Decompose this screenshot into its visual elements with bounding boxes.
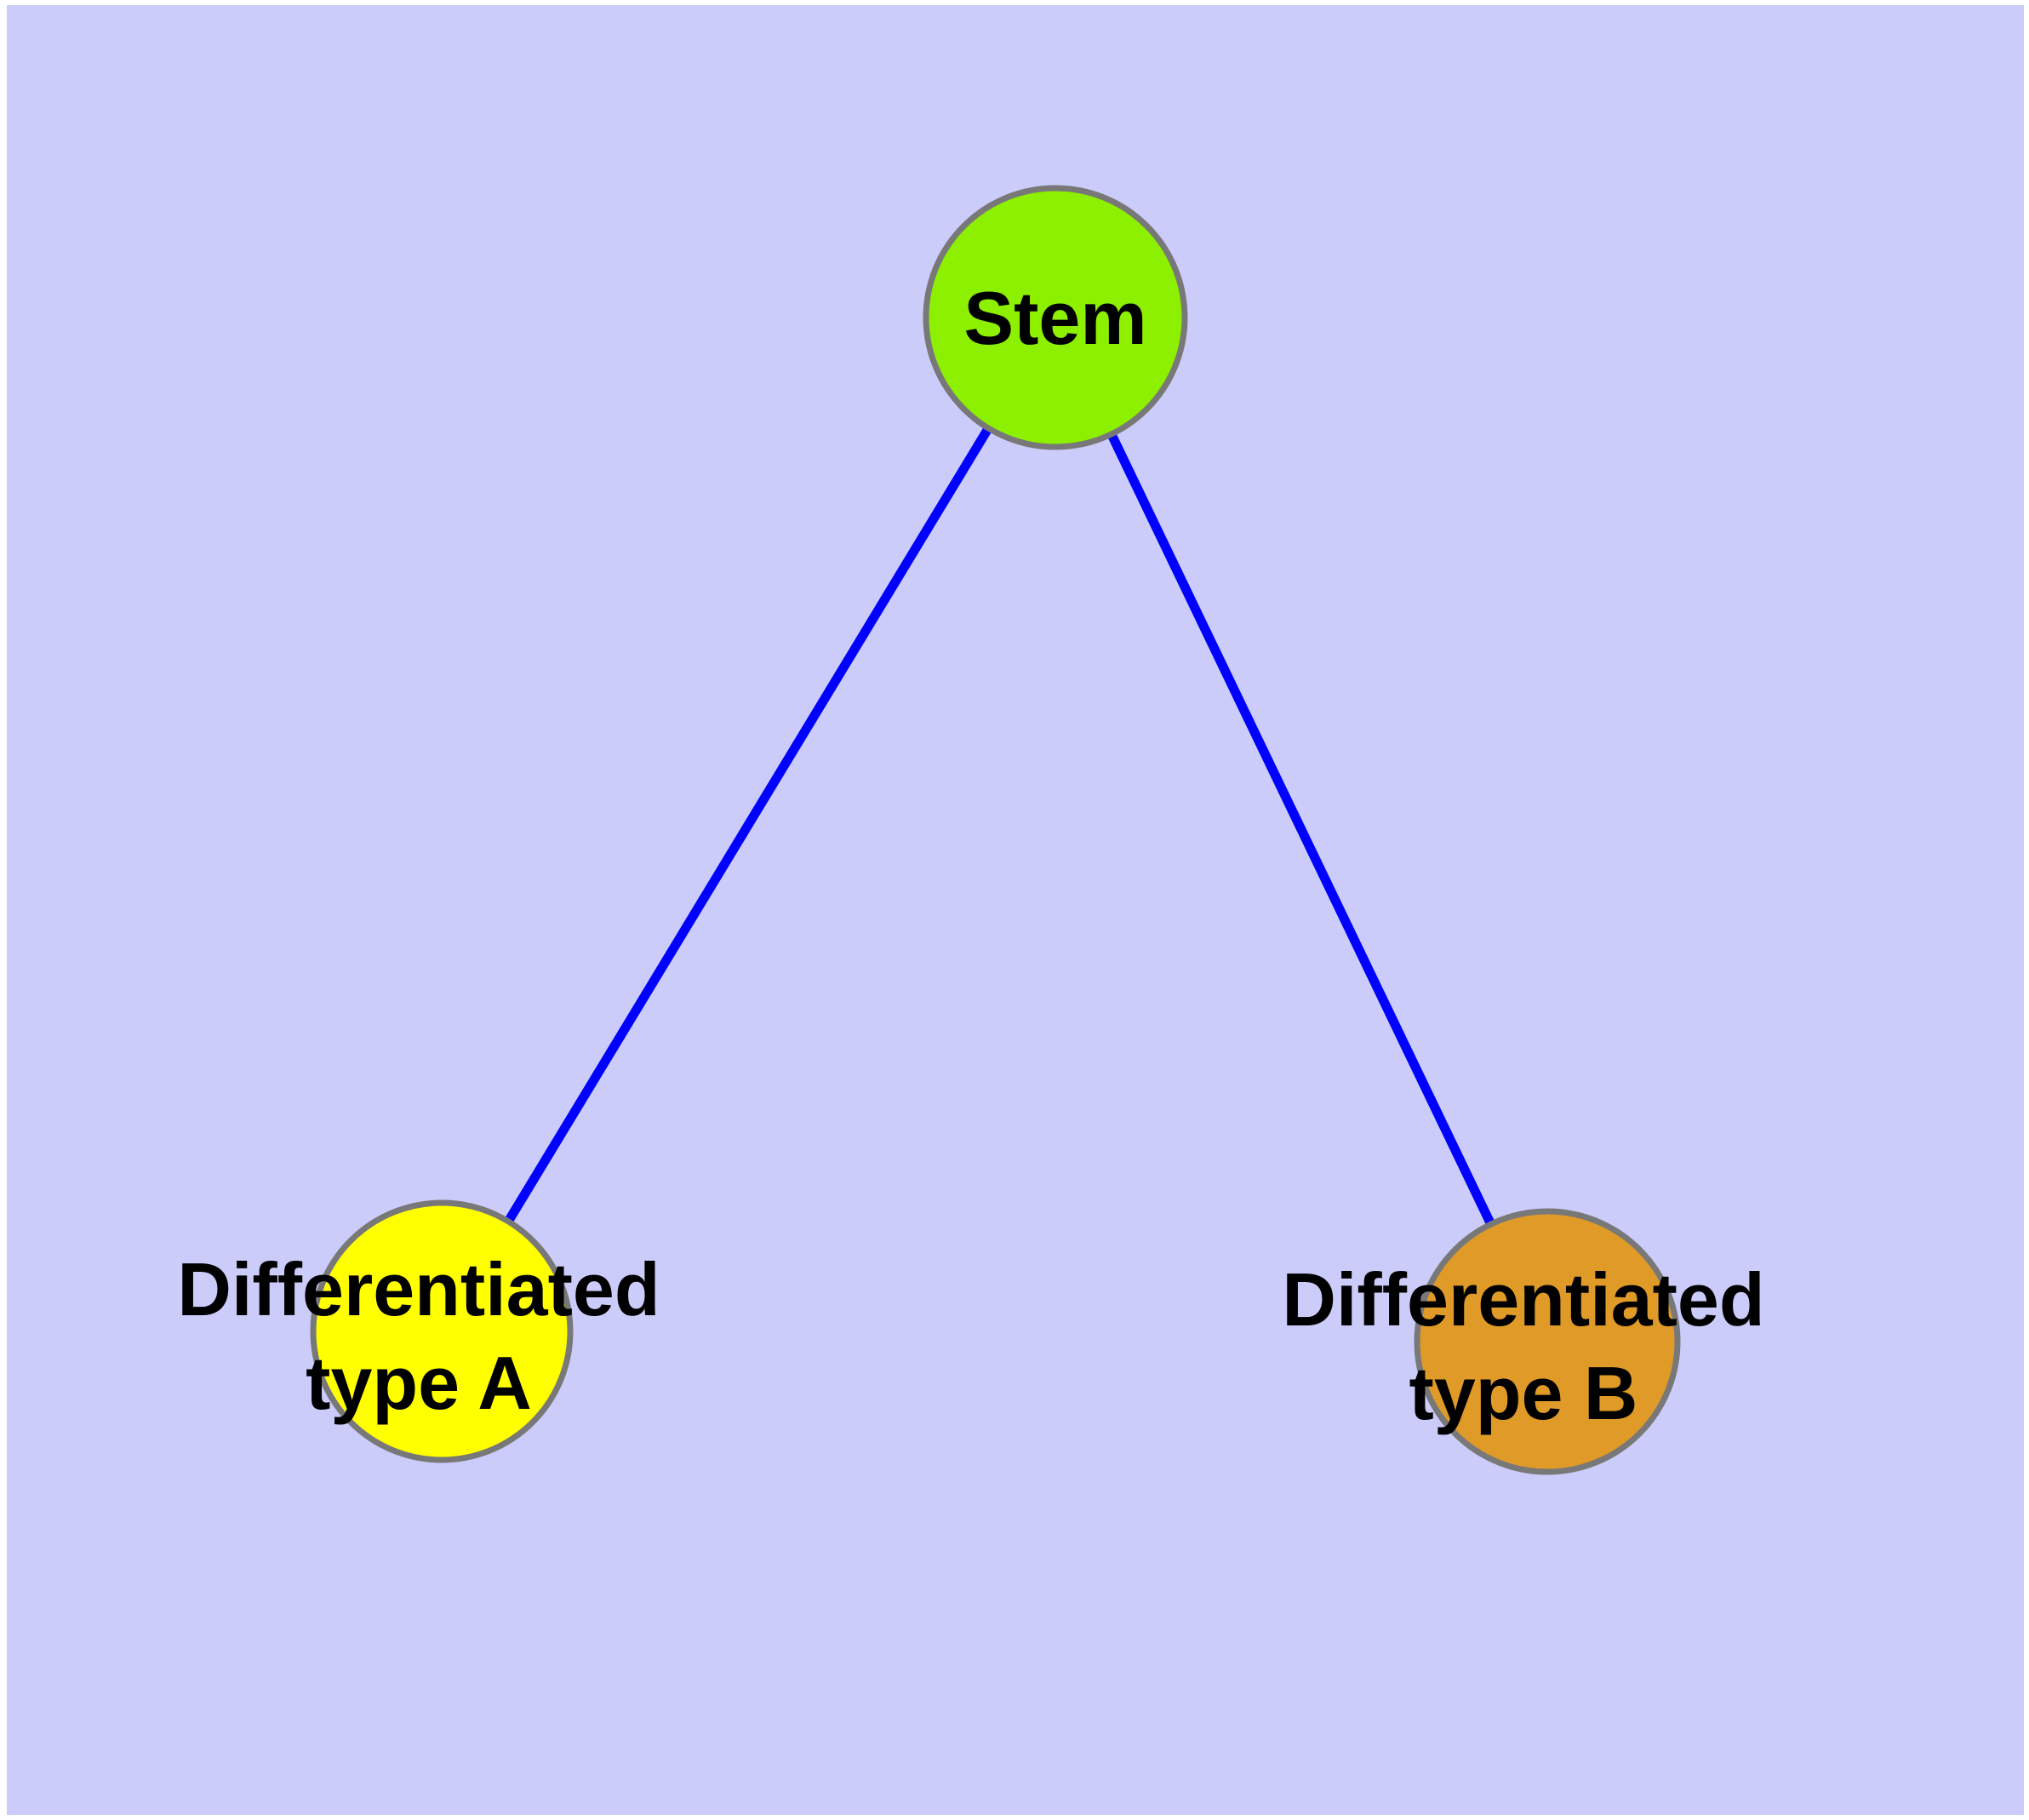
node-circle-stem[interactable] [923, 185, 1188, 450]
node-label-stem: Stem [963, 276, 1146, 360]
edge-layer [437, 315, 1552, 1344]
node-label-differentiated-type-b-line1: Differentiated [1282, 1257, 1764, 1342]
label-layer: Stem Differentiated type A Differentiate… [177, 276, 1764, 1435]
node-differentiated-type-a[interactable] [310, 1199, 574, 1463]
node-label-differentiated-type-a-line2: type A [306, 1341, 532, 1425]
node-label-differentiated-type-a-line1: Differentiated [177, 1247, 660, 1331]
node-differentiated-type-b[interactable] [1414, 1208, 1681, 1475]
node-label-differentiated-type-b-line2: type B [1409, 1351, 1638, 1435]
node-circle-differentiated-type-a[interactable] [310, 1199, 574, 1463]
edge-stem-to-differentiated-type-b[interactable] [1051, 315, 1552, 1344]
node-circle-differentiated-type-b[interactable] [1414, 1208, 1681, 1475]
edge-stem-to-differentiated-type-a[interactable] [437, 315, 1060, 1334]
node-stem[interactable] [923, 185, 1188, 450]
